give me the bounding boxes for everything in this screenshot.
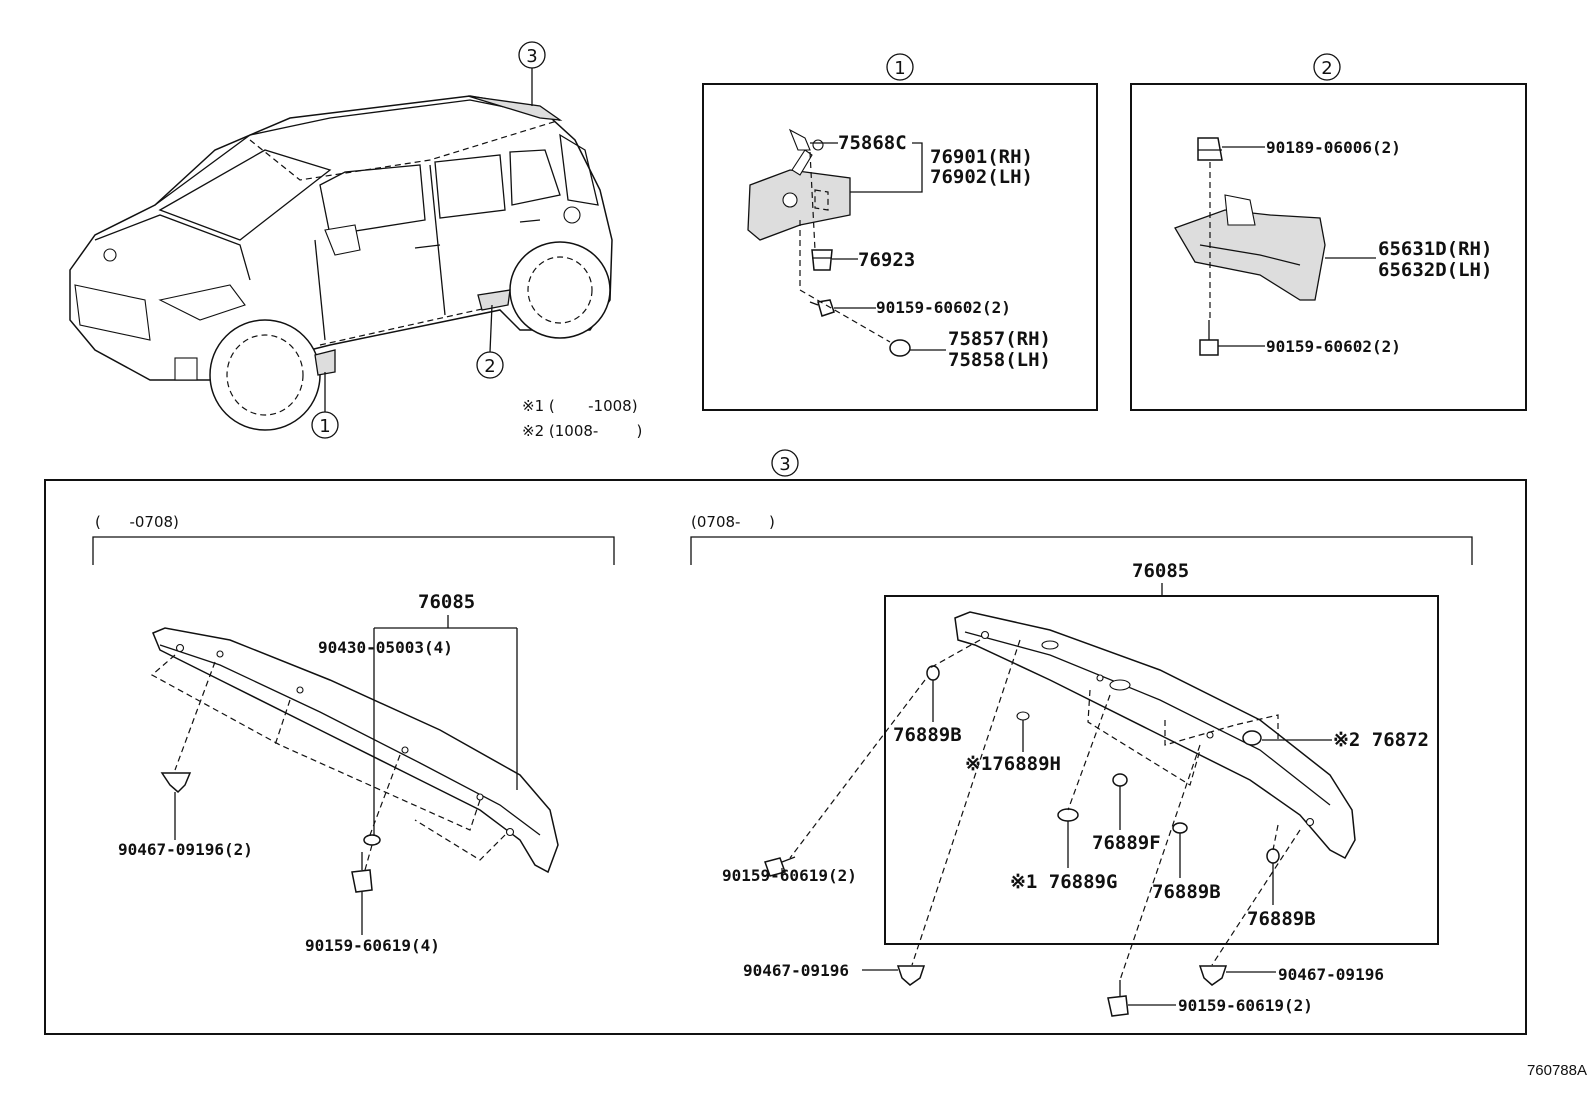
label-76889b-a: 76889B (893, 724, 962, 746)
clip-90467-right-a (896, 965, 926, 986)
bolt-90159-right-a (764, 856, 796, 877)
svg-text:1: 1 (894, 58, 905, 79)
label-76889g: ※1 76889G (1010, 871, 1117, 893)
label-76085-right: 76085 (1132, 560, 1189, 582)
clip-90189 (1197, 137, 1223, 161)
callout-1-box: 1 (886, 53, 914, 81)
label-90159-60619-left: 90159-60619(4) (305, 936, 440, 955)
mudguard-rear (1174, 194, 1326, 301)
washer-76889f (1112, 773, 1128, 787)
label-65632d: 65632D(LH) (1378, 259, 1492, 281)
svg-text:2: 2 (484, 356, 495, 377)
label-76902: 76902(LH) (930, 166, 1033, 188)
svg-text:1: 1 (319, 416, 330, 437)
svg-text:2: 2 (1321, 58, 1332, 79)
bolt-90159-left (351, 852, 373, 893)
washer-90430 (363, 834, 381, 846)
label-75857: 75857(RH) (948, 328, 1051, 350)
clip-90467-left (160, 772, 192, 794)
cap-75857 (889, 339, 911, 357)
box-2-frame (1130, 83, 1527, 411)
clip-90467-right-b (1198, 965, 1228, 986)
grommet-76923 (811, 249, 833, 271)
label-76889f: 76889F (1092, 832, 1161, 854)
callout-3-car: 3 (518, 41, 546, 106)
label-90159-60602-box1: 90159-60602(2) (876, 298, 1011, 317)
pad-76872 (1242, 730, 1262, 746)
label-90159-60619-right-a: 90159-60619(2) (722, 866, 857, 885)
callout-2-car: 2 (476, 304, 504, 379)
label-90159-60619-right-b: 90159-60619(2) (1178, 996, 1313, 1015)
note-1: ※1 ( -1008) (522, 397, 638, 415)
washer-76889g (1057, 808, 1079, 822)
figure-code: 760788A (1527, 1062, 1587, 1079)
bracket-right (690, 536, 1473, 565)
label-76923: 76923 (858, 249, 915, 271)
inset-frame (884, 595, 1439, 945)
label-75868c: 75868C (838, 132, 907, 154)
label-65631d: 65631D(RH) (1378, 238, 1492, 260)
car-illustration (69, 95, 613, 431)
screw-90159-box2 (1199, 320, 1219, 356)
screw-90159-box1 (809, 299, 835, 317)
label-90467-right-a: 90467-09196 (743, 961, 849, 980)
box-1-frame (702, 83, 1098, 411)
label-76901: 76901(RH) (930, 146, 1033, 168)
callout-1-car: 1 (311, 372, 339, 439)
washer-76889b-c (1266, 848, 1280, 864)
label-90467-right-b: 90467-09196 (1278, 965, 1384, 984)
label-76085-left: 76085 (418, 591, 475, 613)
label-76889b-b: 76889B (1152, 881, 1221, 903)
note-2: ※2 (1008- ) (522, 422, 642, 440)
washer-76889b-b (1172, 822, 1188, 834)
label-90430: 90430-05003(4) (318, 638, 453, 657)
bracket-left (92, 536, 615, 565)
label-76872: ※2 76872 (1333, 729, 1429, 751)
label-90189: 90189-06006(2) (1266, 138, 1401, 157)
clip-75868c (788, 128, 824, 151)
callout-2-box: 2 (1313, 53, 1341, 81)
label-90467-left: 90467-09196(2) (118, 840, 253, 859)
svg-text:3: 3 (526, 46, 537, 67)
label-76889b-c: 76889B (1247, 908, 1316, 930)
spoiler-right (954, 611, 1356, 860)
label-90159-60602-box2: 90159-60602(2) (1266, 337, 1401, 356)
mudguard-front (747, 149, 851, 241)
label-75858: 75858(LH) (948, 349, 1051, 371)
range-right: (0708- ) (691, 513, 775, 531)
spoiler-left (152, 627, 559, 874)
svg-text:3: 3 (779, 454, 790, 475)
box-3-frame (44, 479, 1527, 1035)
label-76889h: ※176889H (965, 753, 1061, 775)
pad-76889h (1016, 711, 1030, 721)
range-left: ( -0708) (95, 513, 179, 531)
washer-76889b-a (926, 665, 940, 681)
callout-3-box: 3 (771, 449, 799, 477)
bolt-90159-right-b (1107, 980, 1129, 1017)
